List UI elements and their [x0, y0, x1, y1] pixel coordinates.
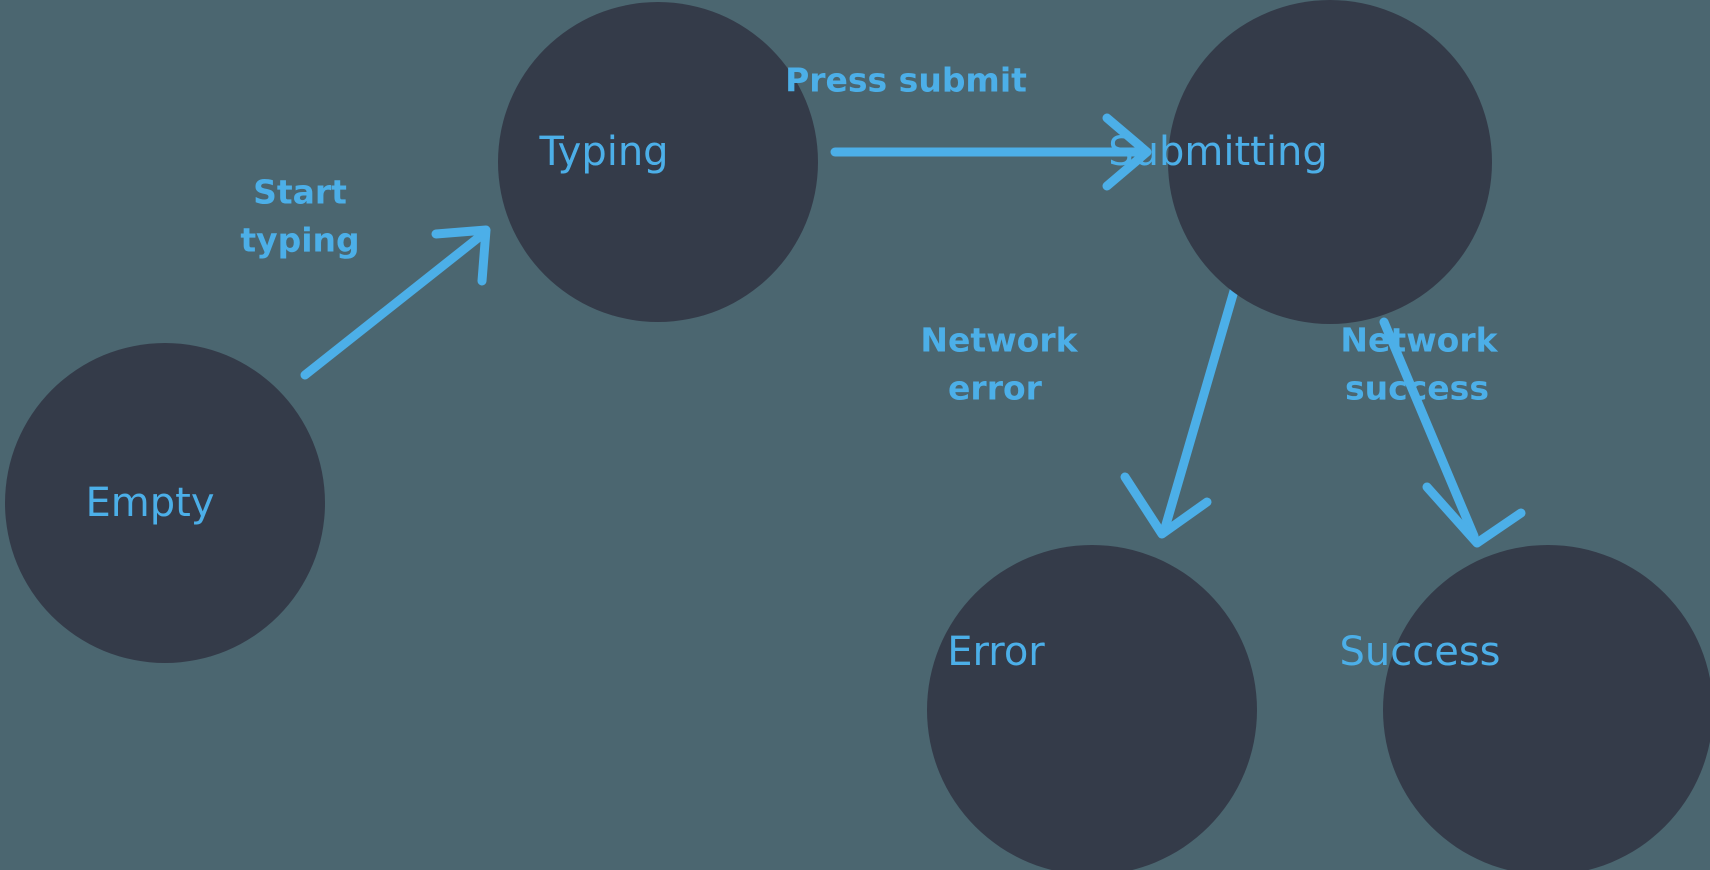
- node-error-label: Error: [947, 629, 1045, 675]
- edge-line-network-success: [1379, 317, 1479, 541]
- edge-label-network-error-line2: error: [948, 369, 1043, 408]
- node-empty[interactable]: Empty: [5, 343, 325, 663]
- node-typing-label: Typing: [538, 129, 668, 175]
- edge-label-network-success-line2: success: [1345, 369, 1489, 408]
- node-submitting-label: Submitting: [1108, 129, 1327, 175]
- arrowhead-start-typing: [431, 225, 491, 286]
- node-success-label: Success: [1339, 629, 1500, 675]
- node-success-circle[interactable]: [1383, 545, 1710, 870]
- edge-label-start-typing-line2: typing: [240, 221, 359, 260]
- arrowhead-press-submit: [1102, 113, 1152, 191]
- edge-label-network-error: Network error: [920, 321, 1078, 408]
- edge-label-network-success-line1: Network: [1340, 321, 1498, 360]
- node-success[interactable]: Success: [1339, 545, 1710, 870]
- node-typing-circle[interactable]: [498, 2, 818, 322]
- edge-label-press-submit-line1: Press submit: [785, 61, 1027, 100]
- node-submitting[interactable]: Submitting: [1108, 0, 1492, 324]
- edge-label-network-error-line1: Network: [920, 321, 1078, 360]
- edge-submitting-to-error: [1120, 286, 1239, 539]
- edge-line-start-typing: [300, 233, 483, 380]
- edge-submitting-to-success: [1379, 317, 1526, 548]
- arrowhead-network-error: [1120, 472, 1212, 539]
- node-empty-circle[interactable]: [5, 343, 325, 663]
- node-error-circle[interactable]: [927, 545, 1257, 870]
- edge-label-start-typing: Start typing: [240, 173, 359, 260]
- arrowhead-network-success: [1422, 482, 1526, 548]
- node-error[interactable]: Error: [927, 545, 1257, 870]
- edge-typing-to-submitting: [830, 113, 1152, 191]
- node-submitting-circle[interactable]: [1168, 0, 1492, 324]
- edge-label-start-typing-line1: Start: [253, 173, 347, 212]
- edge-label-network-success: Network success: [1340, 321, 1498, 408]
- edge-line-network-error: [1160, 286, 1239, 533]
- node-typing[interactable]: Typing: [498, 2, 818, 322]
- edge-empty-to-typing: [300, 225, 491, 380]
- edge-label-press-submit: Press submit: [785, 61, 1027, 100]
- node-empty-label: Empty: [86, 480, 215, 526]
